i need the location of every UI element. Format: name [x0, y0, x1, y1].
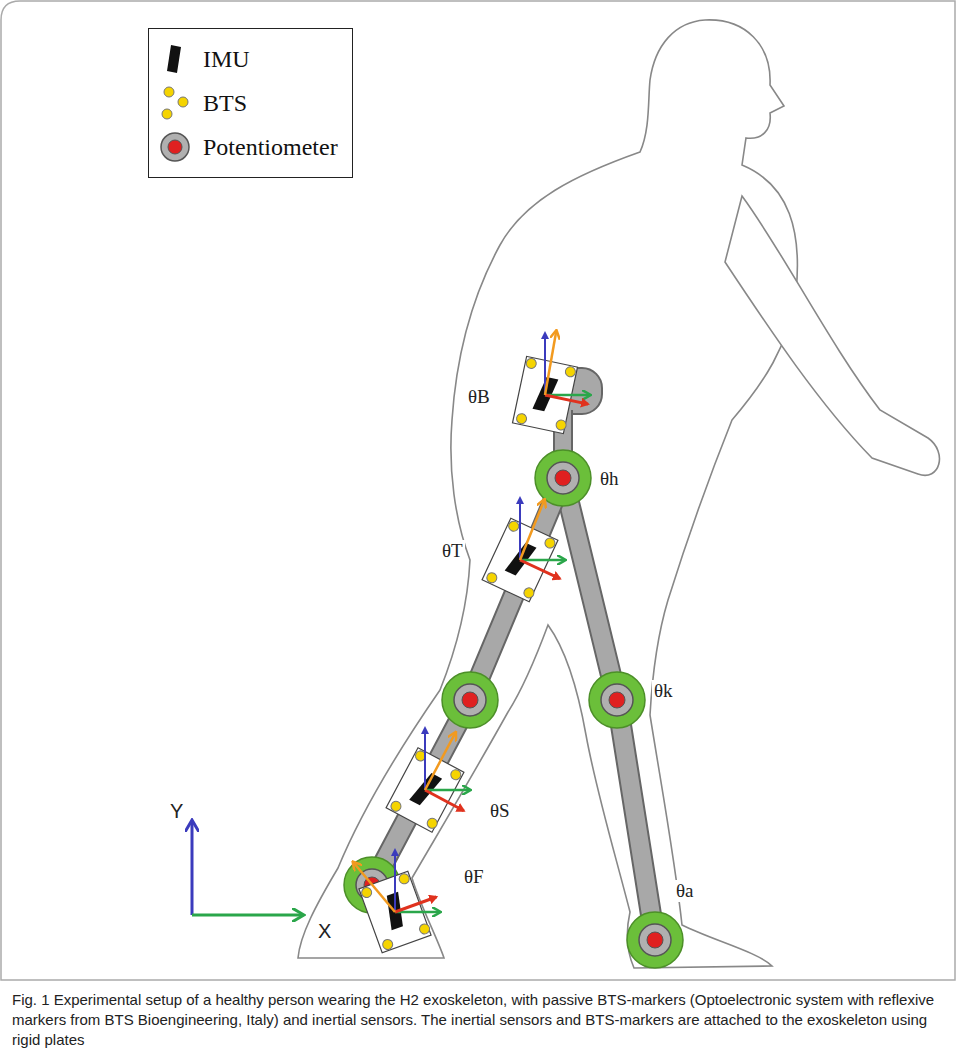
segment-axis-arrow	[520, 501, 544, 560]
imu-symbol	[167, 45, 181, 73]
legend-text: IMU	[203, 46, 250, 73]
x-axis	[192, 914, 302, 917]
segment-axis-arrow	[425, 734, 455, 791]
bts-marker	[516, 413, 528, 425]
bts-marker	[564, 366, 576, 378]
angle-label: θa	[674, 880, 696, 902]
exo-link	[470, 478, 563, 700]
angle-label: θk	[652, 680, 675, 702]
bts-marker	[425, 817, 439, 831]
angle-label: θT	[440, 540, 465, 562]
potentiometer-ring	[601, 684, 633, 716]
sensor-plate	[354, 850, 439, 953]
local-x-arrow	[395, 897, 436, 912]
sensor-plate	[386, 728, 469, 833]
segment-axis-arrow	[354, 863, 395, 912]
segment-axis-arrow	[545, 332, 556, 395]
legend-sample	[159, 129, 191, 165]
bts-marker	[418, 922, 431, 935]
exo-link	[372, 700, 470, 885]
potentiometer-symbol	[161, 133, 189, 161]
exo-link-fill	[470, 478, 563, 700]
bts-marker	[389, 800, 403, 814]
bts-marker	[525, 358, 537, 370]
bts-marker	[449, 768, 463, 782]
legend-box: IMU BTS Potentiometer	[148, 28, 353, 178]
axis-label: Y	[168, 800, 185, 822]
bts-marker	[485, 571, 498, 584]
figure-frame	[1, 1, 955, 980]
sensor-plate	[482, 498, 564, 602]
joint-disc	[627, 912, 683, 968]
legend-sample	[159, 41, 191, 77]
global-y-arrow	[394, 850, 396, 912]
exo-link-fill	[372, 700, 470, 885]
bts-marker	[543, 536, 556, 549]
bts-marker	[381, 938, 394, 951]
local-x-arrow	[545, 395, 588, 404]
potentiometer-ring	[547, 462, 579, 494]
axis-label: X	[316, 920, 333, 942]
exo-link	[617, 700, 655, 940]
bts-marker	[360, 886, 373, 899]
legend-row: Potentiometer	[159, 125, 338, 169]
potentiometer-core	[462, 692, 478, 708]
joint-disc	[535, 450, 591, 506]
legend-text: Potentiometer	[203, 134, 338, 161]
bts-symbol	[162, 109, 172, 119]
angle-label: θh	[598, 468, 621, 490]
exo-link-fill	[563, 478, 617, 700]
legend-row: BTS	[159, 81, 338, 125]
potentiometer-symbol	[168, 140, 182, 154]
caption-text: Fig. 1 Experimental setup of a healthy p…	[12, 991, 934, 1048]
legend-sample	[159, 85, 191, 121]
joint-disc	[589, 672, 645, 728]
legend-text: BTS	[203, 90, 247, 117]
sensor-plates	[354, 332, 589, 953]
angle-label: θF	[462, 866, 486, 888]
exoskeleton	[344, 368, 683, 968]
global-x-arrow	[520, 559, 564, 562]
local-x-arrow	[425, 790, 464, 811]
y-axis	[191, 822, 194, 915]
angle-label: θS	[488, 800, 512, 822]
legend-row: IMU	[159, 37, 338, 81]
sensor-plate	[512, 332, 589, 434]
body-silhouette	[298, 20, 797, 968]
bts-symbol	[178, 97, 188, 107]
potentiometer-ring	[454, 684, 486, 716]
global-x-arrow	[425, 789, 469, 792]
exo-link	[563, 478, 617, 700]
bts-marker	[507, 520, 520, 533]
global-y-arrow	[519, 498, 521, 560]
angle-label: θB	[466, 386, 492, 408]
local-x-arrow	[520, 560, 560, 579]
bts-symbol	[164, 87, 174, 97]
bts-marker	[555, 419, 567, 431]
potentiometer-core	[609, 692, 625, 708]
potentiometer-core	[555, 470, 571, 486]
bts-marker	[522, 586, 535, 599]
global-y-arrow	[424, 728, 426, 790]
figure-caption: Fig. 1 Experimental setup of a healthy p…	[12, 990, 942, 1050]
joint-disc	[442, 672, 498, 728]
exo-link-fill	[617, 700, 655, 940]
potentiometer-ring	[639, 924, 671, 956]
potentiometer-core	[647, 932, 663, 948]
bts-marker	[398, 872, 411, 885]
front-arm	[725, 196, 939, 475]
